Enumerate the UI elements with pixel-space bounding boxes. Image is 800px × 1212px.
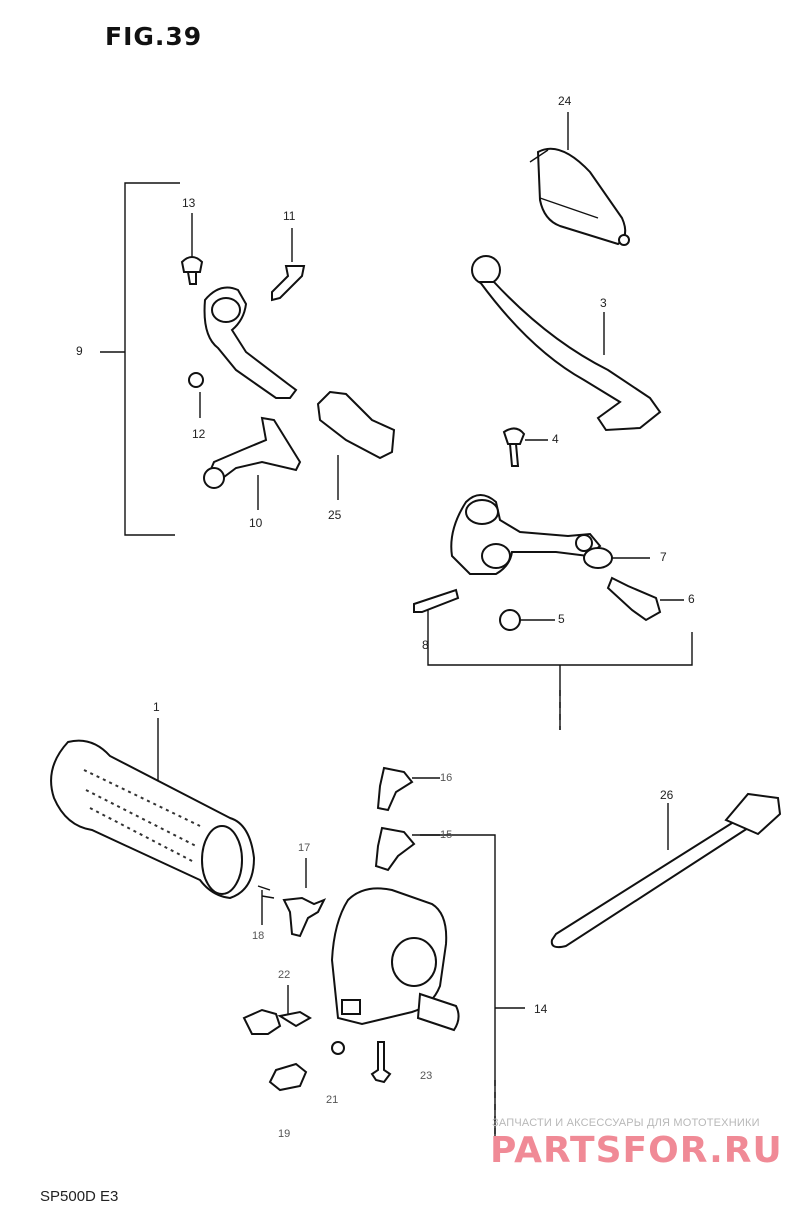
part-10-lever xyxy=(206,416,302,482)
callout-21: 21 xyxy=(326,1094,339,1106)
model-code: SP500D E3 xyxy=(40,1188,119,1205)
callout-12: 12 xyxy=(192,427,206,441)
part-26-strap xyxy=(550,806,772,949)
watermark-logo: PARTSFOR.RU xyxy=(490,1130,783,1171)
part-3-lever xyxy=(478,281,662,432)
callout-1: 1 xyxy=(153,700,160,714)
callout-24: 24 xyxy=(558,94,572,108)
callout-25: 25 xyxy=(328,508,342,522)
part-4-bolt xyxy=(502,427,526,467)
figure-title: FIG.39 xyxy=(105,22,203,51)
part-7-washer xyxy=(583,547,613,569)
callout-14: 14 xyxy=(534,1002,548,1016)
part-22 xyxy=(242,1008,282,1035)
part-8-screw xyxy=(413,588,460,613)
callout-5: 5 xyxy=(558,612,565,626)
part-5-nut xyxy=(499,609,521,631)
callout-11: 11 xyxy=(283,209,296,223)
part-17 xyxy=(282,896,327,938)
callout-13: 13 xyxy=(182,196,196,210)
part-16 xyxy=(376,766,414,812)
callout-4: 4 xyxy=(552,432,559,446)
callout-7: 7 xyxy=(660,550,667,564)
callout-22: 22 xyxy=(278,969,291,981)
callout-15: 15 xyxy=(440,829,453,841)
callout-16: 16 xyxy=(440,772,453,784)
part-21 xyxy=(268,1062,308,1092)
part-25-bracket xyxy=(316,390,396,460)
part-12-nut xyxy=(188,372,204,388)
part-6-bolt xyxy=(606,576,662,622)
part-11-bolt xyxy=(271,265,306,302)
part-13-screw xyxy=(180,256,204,285)
group-9-bracket xyxy=(100,182,180,536)
callout-6: 6 xyxy=(688,592,695,606)
callout-17: 17 xyxy=(298,842,311,854)
part-3-lever-knob xyxy=(471,255,501,285)
part-18 xyxy=(257,885,275,899)
callout-10: 10 xyxy=(249,516,263,530)
callout-8: 8 xyxy=(422,638,429,652)
callout-23: 23 xyxy=(420,1070,433,1082)
part-23-screw xyxy=(370,1041,392,1084)
callout-3: 3 xyxy=(600,296,607,310)
callout-19: 19 xyxy=(278,1128,291,1140)
callout-18: 18 xyxy=(252,930,265,942)
part-15 xyxy=(374,826,416,872)
part-14-switch-housing xyxy=(330,887,448,1026)
callout-9: 9 xyxy=(76,344,83,358)
callout-26: 26 xyxy=(660,788,674,802)
group-14-bracket xyxy=(420,834,525,1140)
watermark-tagline: ЗАПЧАСТИ И АКСЕССУАРЫ ДЛЯ МОТОТЕХНИКИ xyxy=(492,1117,760,1129)
part-24-boot xyxy=(536,147,627,246)
